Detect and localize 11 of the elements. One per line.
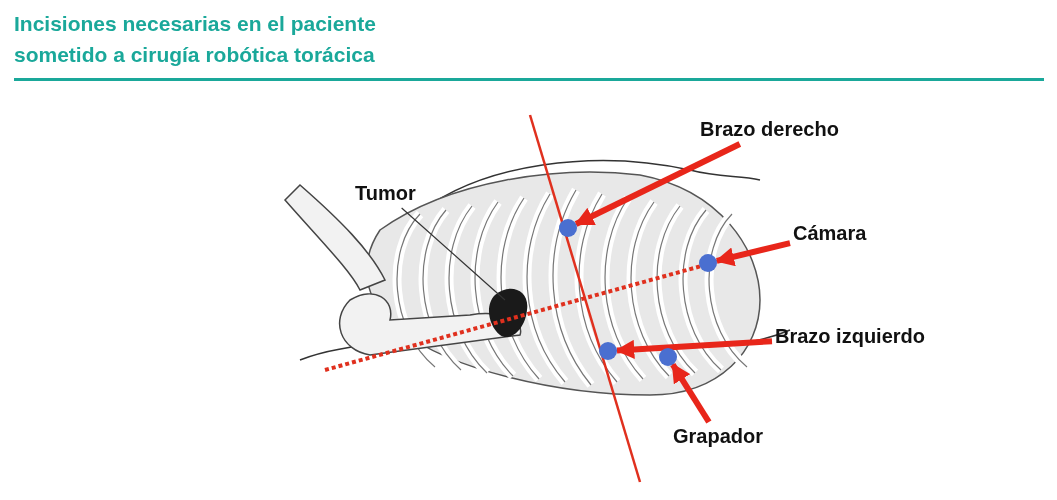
label-text: Cámara	[793, 222, 867, 244]
arrow	[615, 338, 773, 359]
arrow	[670, 363, 712, 424]
label-text: Brazo izquierdo	[775, 325, 925, 347]
title: Incisiones necesarias en el paciente sometido a cirugía robótica torácica	[14, 11, 377, 68]
label-text: Tumor	[355, 182, 416, 204]
label-text: Brazo derecho	[700, 118, 839, 140]
arrow	[574, 141, 742, 227]
leader-line	[401, 207, 506, 301]
arrow	[714, 240, 791, 267]
label-text: Grapador	[673, 425, 764, 447]
